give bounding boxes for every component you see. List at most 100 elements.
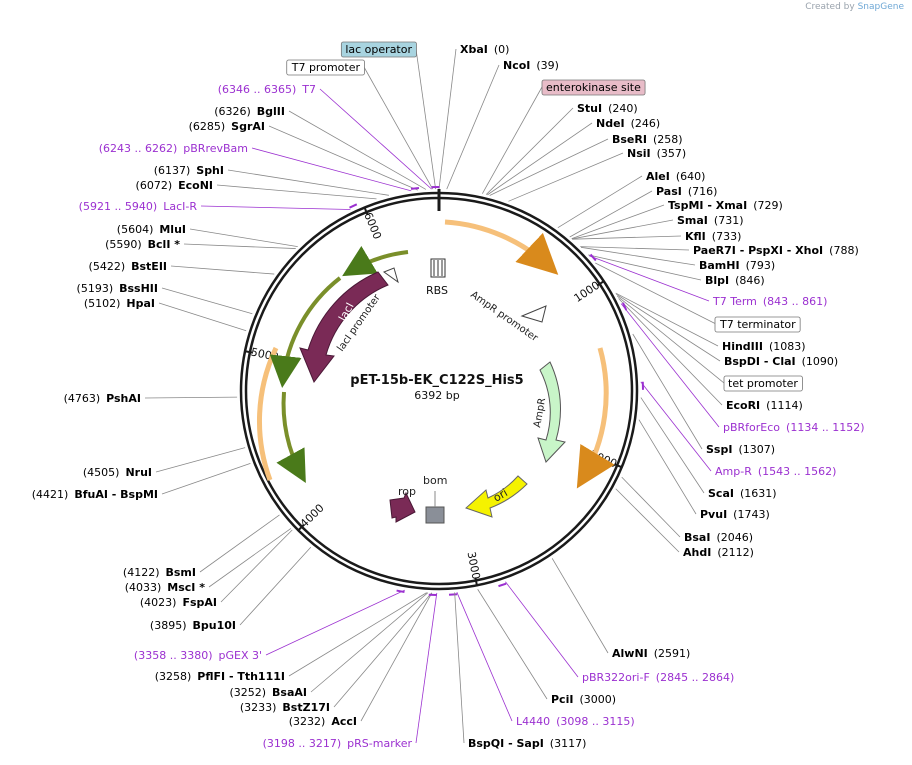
site-name: L4440	[516, 715, 550, 728]
site-label-smai[interactable]: SmaI(731)	[677, 214, 744, 227]
site-name: T7 promoter	[291, 61, 361, 74]
leader-line	[268, 125, 418, 191]
site-label-tspmi-xmai[interactable]: TspMI - XmaI(729)	[668, 199, 783, 212]
site-label-lac-operator[interactable]: lac operator	[345, 43, 412, 56]
snapgene-brand: Created by SnapGene	[805, 2, 904, 12]
site-name: pBRforEco	[723, 421, 780, 434]
site-label-bsshii[interactable]: (5193)BssHII	[77, 282, 158, 295]
site-label-pasi[interactable]: PasI(716)	[656, 185, 717, 198]
site-label-prs-marker[interactable]: (3198 .. 3217)pRS-marker	[263, 737, 413, 750]
site-label-msci[interactable]: (4033)MscI *	[125, 581, 206, 594]
site-label-econi[interactable]: (6072)EcoNI	[136, 179, 213, 192]
leader-line	[360, 592, 433, 722]
ampr-promoter-arrow	[520, 305, 547, 323]
leader-line	[288, 592, 427, 677]
rop-arrow	[389, 491, 416, 523]
site-label-bcli[interactable]: (5590)BclI *	[105, 238, 180, 251]
site-label-stui[interactable]: StuI(240)	[577, 102, 638, 115]
site-label-t7-promoter[interactable]: T7 promoter	[291, 61, 361, 74]
site-label-bsmi[interactable]: (4122)BsmI	[123, 566, 196, 579]
site-label-amp-r[interactable]: Amp-R(1543 .. 1562)	[715, 465, 836, 478]
site-label-enterokinase-site[interactable]: enterokinase site	[546, 81, 641, 94]
leader-line	[638, 419, 697, 515]
site-label-bglii[interactable]: (6326)BglII	[214, 105, 285, 118]
site-label-sphi[interactable]: (6137)SphI	[154, 164, 224, 177]
site-label-scai[interactable]: ScaI(1631)	[708, 487, 777, 500]
site-label-mlui[interactable]: (5604)MluI	[117, 223, 186, 236]
site-position: (1083)	[769, 340, 806, 353]
site-label-blpi[interactable]: BlpI(846)	[705, 274, 765, 287]
site-position: (640)	[676, 170, 706, 183]
primer-mark	[410, 186, 420, 190]
brand-created-by: Created by	[805, 2, 855, 12]
site-position: (1307)	[738, 443, 775, 456]
site-label-paer7i-pspxi-xhoi[interactable]: PaeR7I - PspXI - XhoI (788)	[693, 244, 859, 257]
site-label-kfli[interactable]: KflI(733)	[685, 230, 741, 243]
leader-line	[144, 396, 238, 399]
site-label-pbrrevbam[interactable]: (6243 .. 6262)pBRrevBam	[99, 142, 248, 155]
leader-line	[595, 262, 717, 325]
site-label-l4440[interactable]: L4440(3098 .. 3115)	[516, 715, 635, 728]
site-label-hpai[interactable]: (5102)HpaI	[84, 297, 155, 310]
leader-line	[588, 254, 702, 281]
site-label-laci-r[interactable]: (5921 .. 5940)LacI-R	[79, 200, 198, 213]
site-label-bsaai[interactable]: (3252)BsaAI	[229, 686, 307, 699]
site-label-bspdi-clai[interactable]: BspDI - ClaI(1090)	[724, 355, 838, 368]
site-label-pshai[interactable]: (4763)PshAI	[64, 392, 141, 405]
site-name: SphI	[196, 164, 224, 177]
site-label-pcii[interactable]: PciI(3000)	[551, 693, 616, 706]
site-label-bfuai-bspmi[interactable]: (4421)BfuAI - BspMI	[32, 488, 158, 501]
site-position: (6346 .. 6365)	[218, 83, 297, 96]
site-label-bsai[interactable]: BsaI(2046)	[684, 531, 753, 544]
site-label-pbr322ori-f[interactable]: pBR322ori-F(2845 .. 2864)	[582, 671, 734, 684]
site-label-nsii[interactable]: NsiI(357)	[627, 147, 686, 160]
ori-arrow	[465, 475, 528, 518]
site-label-bsteii[interactable]: (5422)BstEII	[89, 260, 167, 273]
site-position: (788)	[829, 244, 859, 257]
leader-line	[551, 558, 609, 654]
site-label-alei[interactable]: AleI(640)	[646, 170, 705, 183]
site-name: PaeR7I - PspXI - XhoI	[693, 244, 823, 257]
site-label-pvui[interactable]: PvuI(1743)	[700, 508, 770, 521]
site-label-pgex-3[interactable]: (3358 .. 3380)pGEX 3'	[134, 649, 262, 662]
leader-line	[617, 295, 725, 384]
leader-line	[200, 205, 351, 210]
site-position: (4122)	[123, 566, 160, 579]
site-label-tet-promoter[interactable]: tet promoter	[728, 377, 798, 390]
leader-line	[571, 219, 674, 240]
site-label-pflfi-tth111i[interactable]: (3258)PflFI - Tth111I	[155, 670, 285, 683]
leader-line	[621, 476, 681, 538]
site-label-t7-terminator[interactable]: T7 terminator	[719, 318, 796, 331]
site-label-bamhi[interactable]: BamHI(793)	[699, 259, 775, 272]
site-position: (4033)	[125, 581, 162, 594]
site-label-hindiii[interactable]: HindIII(1083)	[722, 340, 806, 353]
leader-line	[632, 333, 703, 450]
site-position: (3232)	[289, 715, 326, 728]
site-position: (6285)	[189, 120, 226, 133]
site-label-t7[interactable]: (6346 .. 6365)T7	[218, 83, 316, 96]
site-name: LacI-R	[163, 200, 197, 213]
site-position: (4505)	[83, 466, 120, 479]
laci-arc-3	[276, 391, 306, 484]
site-label-bpu10i[interactable]: (3895)Bpu10I	[150, 619, 236, 632]
site-name: HpaI	[126, 297, 155, 310]
site-position: (2591)	[654, 647, 691, 660]
site-label-pbrforeco[interactable]: pBRforEco(1134 .. 1152)	[723, 421, 865, 434]
site-name: MluI	[159, 223, 186, 236]
site-label-ahdi[interactable]: AhdI(2112)	[683, 546, 754, 559]
site-label-fspai[interactable]: (4023)FspAI	[140, 596, 217, 609]
site-label-ncoi[interactable]: NcoI(39)	[503, 59, 559, 72]
site-label-acci[interactable]: (3232)AccI	[289, 715, 357, 728]
site-label-bspqi-sapi[interactable]: BspQI - SapI(3117)	[468, 737, 586, 750]
site-label-ndei[interactable]: NdeI(246)	[596, 117, 660, 130]
site-label-ecori[interactable]: EcoRI(1114)	[726, 399, 803, 412]
site-label-alwni[interactable]: AlwNI(2591)	[612, 647, 690, 660]
site-label-bseri[interactable]: BseRI(258)	[612, 133, 683, 146]
site-label-t7-term[interactable]: T7 Term(843 .. 861)	[712, 295, 827, 308]
site-label-bstz17i[interactable]: (3233)BstZ17I	[240, 701, 330, 714]
site-label-nrui[interactable]: (4505)NruI	[83, 466, 152, 479]
site-label-xbai[interactable]: XbaI(0)	[460, 43, 509, 56]
site-label-sgrai[interactable]: (6285)SgrAI	[189, 120, 265, 133]
site-label-sspi[interactable]: SspI(1307)	[706, 443, 775, 456]
leader-line	[456, 592, 513, 722]
